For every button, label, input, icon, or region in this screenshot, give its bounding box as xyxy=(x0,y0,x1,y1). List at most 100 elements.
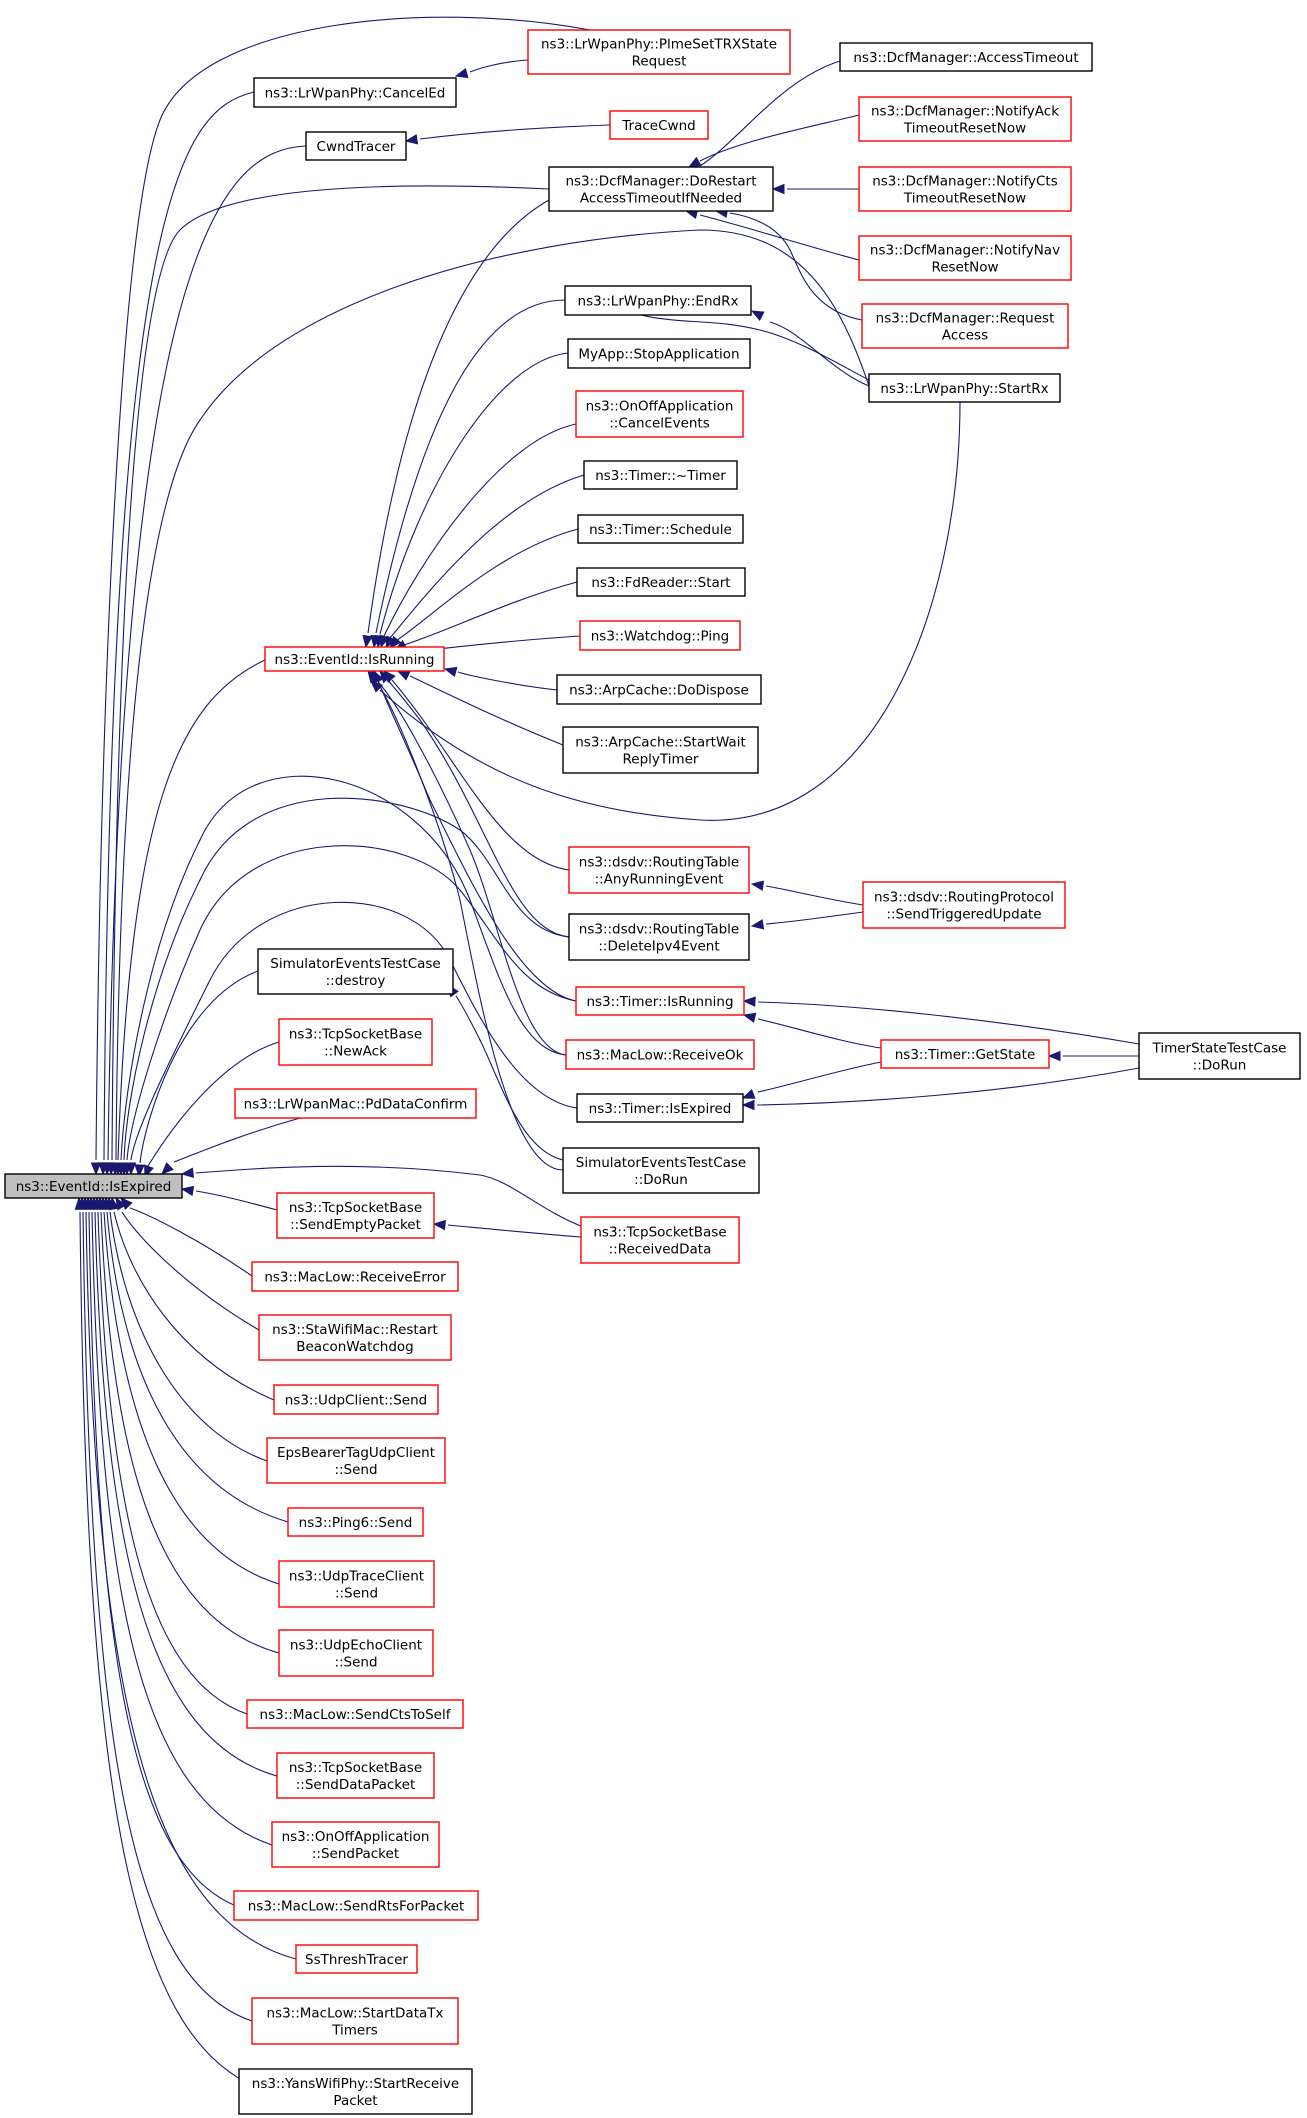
node-tcpsendempty[interactable]: ns3::TcpSocketBase::SendEmptyPacket xyxy=(276,1192,435,1239)
node-deleteipv4[interactable]: ns3::dsdv::RoutingTable::DeleteIpv4Event xyxy=(568,913,750,961)
node-onoffsend[interactable]: ns3::OnOffApplication::SendPacket xyxy=(271,1821,440,1868)
node-box[interactable] xyxy=(565,1039,755,1070)
node-endrx[interactable]: ns3::LrWpanPhy::EndRx xyxy=(564,285,752,316)
node-tcpsenddata[interactable]: ns3::TcpSocketBase::SendDataPacket xyxy=(276,1752,435,1799)
node-box[interactable] xyxy=(576,1093,744,1123)
node-timerisrunning[interactable]: ns3::Timer::IsRunning xyxy=(575,986,745,1016)
node-box[interactable] xyxy=(880,1039,1050,1069)
node-box[interactable] xyxy=(257,948,454,995)
node-box[interactable] xyxy=(839,42,1093,72)
node-box[interactable] xyxy=(305,131,407,161)
node-box[interactable] xyxy=(258,1314,452,1361)
node-tcpnewack[interactable]: ns3::TcpSocketBase::NewAck xyxy=(278,1018,433,1066)
node-box[interactable] xyxy=(868,373,1061,403)
node-box[interactable] xyxy=(271,1821,440,1868)
node-timerisexpired[interactable]: ns3::Timer::IsExpired xyxy=(576,1093,744,1123)
node-timerdtor[interactable]: ns3::Timer::~Timer xyxy=(583,460,738,490)
node-box[interactable] xyxy=(238,2068,473,2115)
node-box[interactable] xyxy=(251,1261,459,1292)
node-box[interactable] xyxy=(253,77,457,108)
node-box[interactable] xyxy=(562,726,759,774)
node-timerstatedorun[interactable]: TimerStateTestCase::DoRun xyxy=(1138,1032,1301,1080)
node-box[interactable] xyxy=(580,1216,740,1264)
node-box[interactable] xyxy=(4,1173,183,1199)
node-startrx[interactable]: ns3::LrWpanPhy::StartRx xyxy=(868,373,1061,403)
node-box[interactable] xyxy=(562,1147,760,1194)
node-box[interactable] xyxy=(576,567,746,597)
node-receiveok[interactable]: ns3::MacLow::ReceiveOk xyxy=(565,1039,755,1070)
node-box[interactable] xyxy=(1138,1032,1301,1080)
node-box[interactable] xyxy=(609,110,709,140)
node-box[interactable] xyxy=(233,1890,479,1921)
node-box[interactable] xyxy=(568,846,750,894)
node-box[interactable] xyxy=(278,1018,433,1066)
node-ssthresh[interactable]: SsThreshTracer xyxy=(295,1944,418,1974)
node-root[interactable]: ns3::EventId::IsExpired xyxy=(4,1173,183,1199)
node-box[interactable] xyxy=(575,390,744,438)
node-box[interactable] xyxy=(287,1507,424,1537)
node-receiveerror[interactable]: ns3::MacLow::ReceiveError xyxy=(251,1261,459,1292)
node-stopapp[interactable]: MyApp::StopApplication xyxy=(567,338,751,369)
node-box[interactable] xyxy=(564,285,752,316)
node-box[interactable] xyxy=(858,96,1072,142)
node-box[interactable] xyxy=(861,303,1069,349)
node-pddataconfirm[interactable]: ns3::LrWpanMac::PdDataConfirm xyxy=(234,1088,477,1119)
node-notifycts[interactable]: ns3::DcfManager::NotifyCtsTimeoutResetNo… xyxy=(858,166,1072,212)
node-dorestart[interactable]: ns3::DcfManager::DoRestartAccessTimeoutI… xyxy=(548,166,774,212)
node-box[interactable] xyxy=(858,166,1072,212)
node-notifyack[interactable]: ns3::DcfManager::NotifyAckTimeoutResetNo… xyxy=(858,96,1072,142)
node-timergetstate[interactable]: ns3::Timer::GetState xyxy=(880,1039,1050,1069)
node-box[interactable] xyxy=(273,1384,439,1415)
node-ping6[interactable]: ns3::Ping6::Send xyxy=(287,1507,424,1537)
node-udpclient[interactable]: ns3::UdpClient::Send xyxy=(273,1384,439,1415)
node-box[interactable] xyxy=(568,913,750,961)
node-isrunning[interactable]: ns3::EventId::IsRunning xyxy=(264,646,445,672)
node-box[interactable] xyxy=(278,1560,435,1608)
node-accesstimeout[interactable]: ns3::DcfManager::AccessTimeout xyxy=(839,42,1093,72)
node-box[interactable] xyxy=(276,1752,435,1799)
node-box[interactable] xyxy=(527,29,791,75)
node-arpdispose[interactable]: ns3::ArpCache::DoDispose xyxy=(556,674,762,705)
node-timersched[interactable]: ns3::Timer::Schedule xyxy=(577,514,744,544)
node-sendtriggered[interactable]: ns3::dsdv::RoutingProtocol::SendTriggere… xyxy=(862,881,1066,929)
node-box[interactable] xyxy=(567,338,751,369)
node-box[interactable] xyxy=(251,1997,459,2045)
node-sendctstoself[interactable]: ns3::MacLow::SendCtsToSelf xyxy=(246,1699,464,1729)
node-epsbearer[interactable]: EpsBearerTagUdpClient::Send xyxy=(266,1437,446,1484)
node-box[interactable] xyxy=(246,1699,464,1729)
node-box[interactable] xyxy=(548,166,774,212)
node-box[interactable] xyxy=(575,986,745,1016)
node-box[interactable] xyxy=(295,1944,418,1974)
node-box[interactable] xyxy=(583,460,738,490)
node-box[interactable] xyxy=(276,1192,435,1239)
node-box[interactable] xyxy=(266,1437,446,1484)
node-udptrace[interactable]: ns3::UdpTraceClient::Send xyxy=(278,1560,435,1608)
node-udpecho[interactable]: ns3::UdpEchoClient::Send xyxy=(278,1629,434,1677)
node-box[interactable] xyxy=(234,1088,477,1119)
node-tcpreceived[interactable]: ns3::TcpSocketBase::ReceivedData xyxy=(580,1216,740,1264)
node-simdestroy[interactable]: SimulatorEventsTestCase::destroy xyxy=(257,948,454,995)
node-onoffcancel[interactable]: ns3::OnOffApplication::CancelEvents xyxy=(575,390,744,438)
node-box[interactable] xyxy=(264,646,445,672)
node-watchdog[interactable]: ns3::Watchdog::Ping xyxy=(579,620,741,651)
node-box[interactable] xyxy=(858,235,1072,281)
node-sendrts[interactable]: ns3::MacLow::SendRtsForPacket xyxy=(233,1890,479,1921)
node-box[interactable] xyxy=(862,881,1066,929)
node-anyrunning[interactable]: ns3::dsdv::RoutingTable::AnyRunningEvent xyxy=(568,846,750,894)
node-cwndtracer[interactable]: CwndTracer xyxy=(305,131,407,161)
node-canceled[interactable]: ns3::LrWpanPhy::CancelEd xyxy=(253,77,457,108)
node-fdreader[interactable]: ns3::FdReader::Start xyxy=(576,567,746,597)
node-tracecwnd[interactable]: TraceCwnd xyxy=(609,110,709,140)
node-box[interactable] xyxy=(577,514,744,544)
node-box[interactable] xyxy=(556,674,762,705)
node-simdorun[interactable]: SimulatorEventsTestCase::DoRun xyxy=(562,1147,760,1194)
node-box[interactable] xyxy=(278,1629,434,1677)
node-box[interactable] xyxy=(579,620,741,651)
